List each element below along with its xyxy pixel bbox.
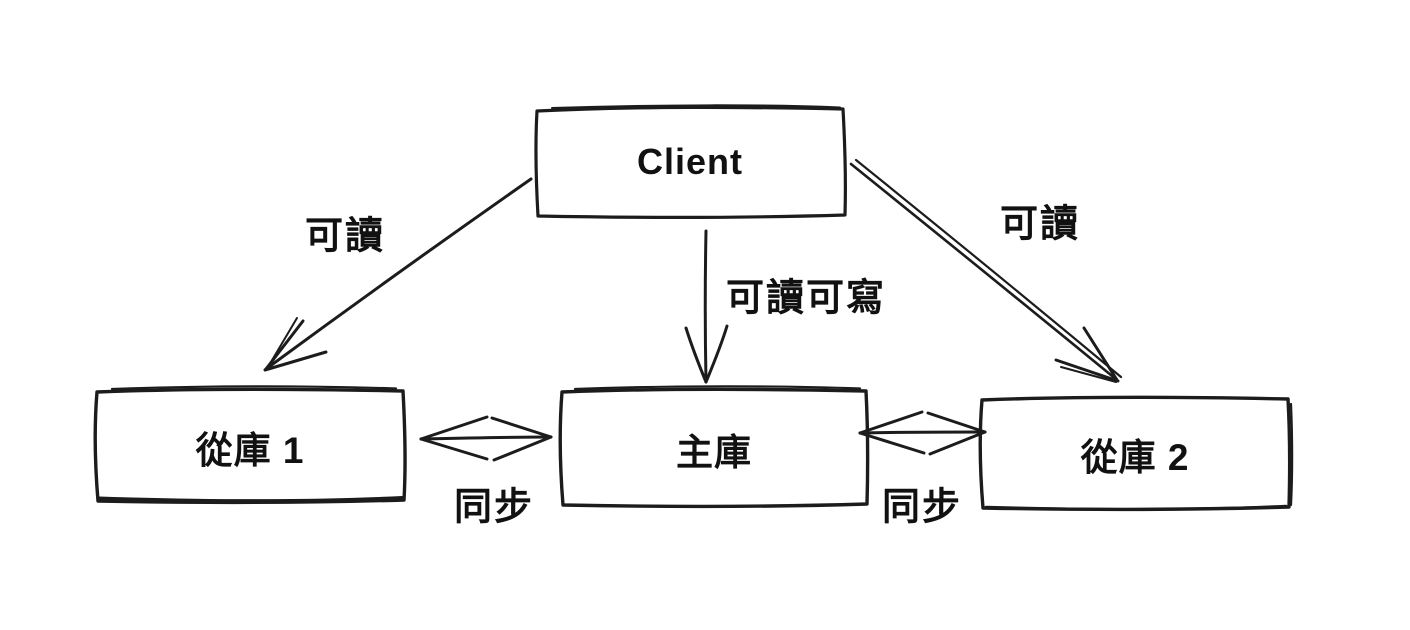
master-box-sketch-accent-top [573, 385, 862, 391]
sync-left-head-left-bottom [419, 437, 489, 461]
master-node-box [558, 385, 870, 509]
sync-left-head-left-top [419, 415, 489, 441]
arrow-sync-slave1-master [419, 415, 553, 462]
sync-right-head-left-top [858, 410, 924, 435]
edge-label-sync-left: 同步 [453, 486, 535, 529]
slave2-box-outline [978, 395, 1292, 512]
slave1-box-outline [93, 387, 407, 505]
arrow-client-to-slave1-head-wing2 [263, 350, 328, 372]
arrow-client-to-slave2-head-wing2b [1060, 366, 1117, 383]
arrow-client-to-master [684, 229, 729, 384]
sync-right-head-left-bottom [858, 431, 926, 455]
slave2-box-sketch-accent-right [1289, 402, 1294, 507]
edge-label-read-write: 可讀可寫 [725, 277, 887, 320]
sync-left-head-right-bottom [492, 435, 553, 462]
sync-right-line [858, 430, 987, 435]
arrow-client-to-slave2-line1 [849, 162, 1119, 382]
arrow-client-to-slave1-head-wing1b [267, 317, 298, 368]
node-label-slave1: 從庫 1 [195, 430, 305, 471]
node-label-master: 主庫 [676, 432, 752, 473]
edge-label-read-left: 可讀 [304, 215, 386, 258]
arrow-client-to-master-head-wing2 [704, 324, 729, 384]
arrow-sync-master-slave2 [858, 410, 987, 456]
client-box-outline [534, 105, 847, 219]
edge-label-read-right: 可讀 [999, 203, 1081, 246]
arrow-client-to-slave2-line2 [854, 158, 1123, 379]
arrow-client-to-master-line [703, 229, 708, 383]
client-box-sketch-accent [551, 104, 841, 109]
sync-left-head-right-top [490, 416, 553, 439]
arrow-client-to-slave2-head-wing1 [1082, 326, 1119, 382]
sync-left-line [419, 435, 553, 441]
sync-right-head-right-top [926, 411, 987, 434]
arrow-client-to-slave2-head-wing2 [1054, 358, 1120, 383]
master-box-outline [558, 387, 870, 509]
slave1-box-sketch-accent-bottom [97, 496, 404, 503]
arrow-client-to-slave1-line [264, 177, 533, 371]
arrow-client-to-master-head-wing1 [684, 326, 708, 384]
slave2-box-sketch-accent-bottom [984, 504, 1288, 511]
arrow-client-to-slave2 [849, 158, 1123, 383]
slave1-node-box [93, 385, 407, 505]
node-label-client: Client [636, 141, 744, 182]
slave1-box-sketch-accent-top [110, 385, 398, 391]
client-node-box [534, 104, 847, 219]
edge-label-sync-right: 同步 [881, 486, 963, 529]
arrow-client-to-slave1 [263, 177, 533, 372]
sync-right-head-right-bottom [928, 430, 987, 456]
slave2-node-box [978, 395, 1294, 512]
node-label-slave2: 從庫 2 [1080, 437, 1190, 478]
